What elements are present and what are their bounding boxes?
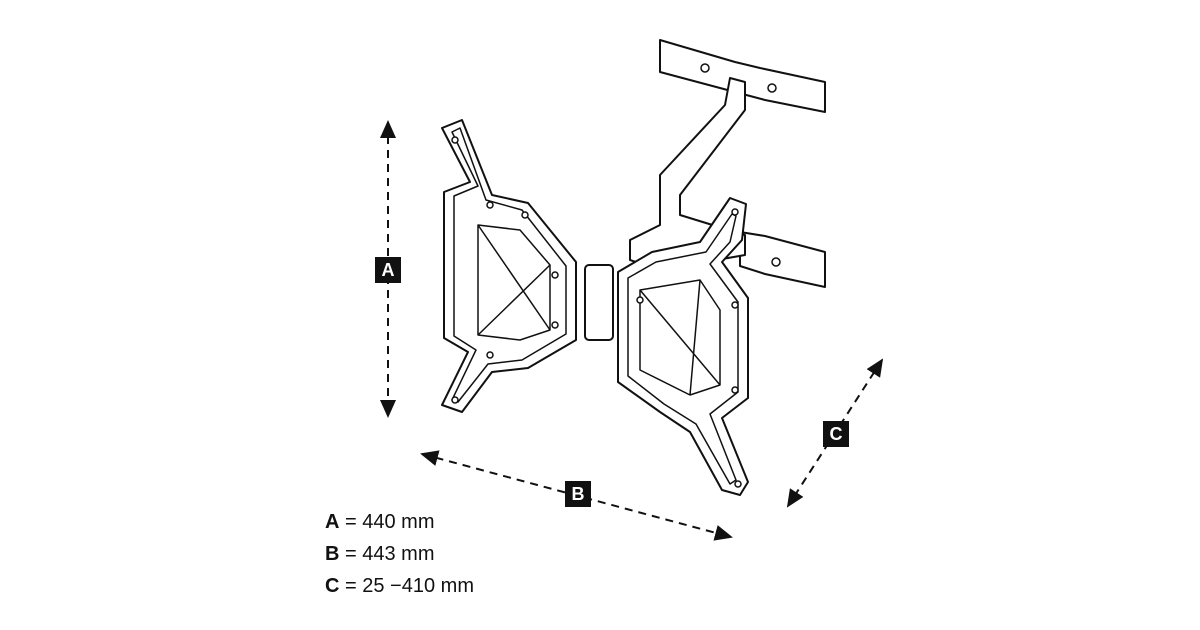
legend-value: = 443 mm xyxy=(345,543,435,565)
legend-key: C xyxy=(325,575,340,597)
legend-row-a: A = 440 mm xyxy=(325,506,474,538)
legend-value: = 25 −410 mm xyxy=(345,575,474,597)
hinge xyxy=(584,264,614,341)
dimension-label-b: B xyxy=(565,481,591,507)
legend-row-b: B = 443 mm xyxy=(325,538,474,570)
legend-value: = 440 mm xyxy=(345,511,435,533)
wall-plate-top xyxy=(659,39,826,113)
left-vesa-plate xyxy=(441,119,577,413)
wall-plate-bottom xyxy=(739,231,826,288)
legend-key: A xyxy=(325,511,340,533)
dimension-legend: A = 440 mm B = 443 mm C = 25 −410 mm xyxy=(325,506,474,602)
dimension-label-a: A xyxy=(375,257,401,283)
legend-key: B xyxy=(325,543,340,565)
dimension-label-c: C xyxy=(823,421,849,447)
legend-row-c: C = 25 −410 mm xyxy=(325,570,474,602)
